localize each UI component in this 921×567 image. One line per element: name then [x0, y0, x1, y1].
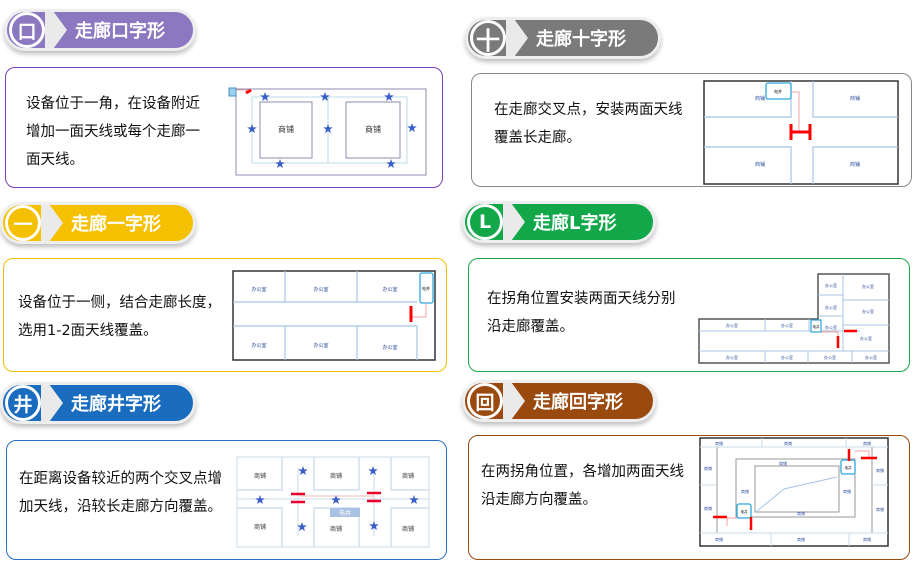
room-label: 办公室 [382, 286, 397, 293]
header-square-corridor: 口 走廊口字形 [4, 9, 196, 51]
room-label: 商铺 [715, 440, 723, 446]
dash-icon: 一 [5, 205, 41, 241]
room-label: 办公室 [313, 342, 328, 349]
loop-corridor-diagram: 商铺 商铺 商铺 商铺 商铺 商铺 商铺 商铺 商铺 商铺 商铺 商铺 商铺 商… [699, 437, 889, 547]
room-label: 商铺 [779, 460, 787, 466]
room-label: 商铺 [784, 440, 792, 446]
room-label: 商铺 [365, 124, 381, 134]
room-label: 商铺 [797, 536, 805, 542]
straight-corridor-diagram: 办公室 办公室 办公室 办公室 办公室 办公室 电井 [232, 270, 436, 361]
antenna-mark [713, 449, 877, 530]
equipment-box [765, 82, 792, 100]
room-label: 商铺 [850, 95, 860, 102]
room-label: 办公室 [781, 322, 793, 328]
room-label: 商铺 [278, 124, 294, 134]
room-label: 商铺 [876, 506, 884, 512]
room-label: 商铺 [254, 523, 266, 531]
equipment-label: 电井 [339, 509, 351, 517]
room-label: 办公室 [781, 354, 793, 360]
equipment-label: 电井 [741, 509, 749, 514]
room-label: 办公室 [825, 282, 837, 288]
room-label: 办公室 [726, 354, 738, 360]
header-cross-corridor: 十 走廊十字形 [465, 17, 661, 59]
equipment-box [330, 508, 360, 517]
antenna-mark [291, 491, 381, 504]
square-icon: 口 [9, 12, 45, 48]
header-loop-corridor: 回 走廊回字形 [462, 380, 656, 422]
room-label: 办公室 [862, 283, 874, 289]
room-label: 办公室 [382, 344, 397, 351]
equipment-label: 电井 [774, 88, 782, 94]
panel-title: 走廊回字形 [533, 392, 623, 413]
panel-title: 走廊L字形 [533, 213, 617, 234]
room-label: 商铺 [330, 472, 342, 480]
header-l-corridor: L 走廊L字形 [462, 201, 656, 243]
loop-icon: 回 [467, 383, 503, 419]
l-letter-icon: L [467, 204, 503, 240]
room-label: 办公室 [860, 335, 872, 341]
header-straight-corridor: 一 走廊一字形 [0, 202, 196, 244]
room-label: 办公室 [865, 354, 877, 360]
room-label: 商铺 [850, 161, 860, 168]
grid-corridor-diagram: 商铺 商铺 商铺 商铺 商铺 商铺 电井 [236, 456, 430, 548]
panel-description: 在距离设备较近的两个交叉点增加天线，沿较长走廊方向覆盖。 [19, 471, 222, 515]
room-label: 商铺 [863, 536, 871, 542]
room-label: 商铺 [402, 525, 414, 533]
room-label: 办公室 [251, 342, 266, 349]
equipment-label: 电井 [422, 285, 430, 291]
room-label: 办公室 [825, 304, 837, 310]
l-corridor-diagram: 办公室 办公室 办公室 办公室 办公室 办公室 办公室 办公室 办公室 办公室 … [698, 273, 890, 364]
equipment-label: 电井 [845, 465, 853, 470]
grid-icon: 井 [5, 385, 41, 421]
panel-title: 走廊十字形 [536, 29, 626, 50]
square-corridor-diagram: 商铺 商铺 [228, 87, 427, 176]
room-label: 办公室 [251, 286, 266, 293]
equipment-label: 电井 [813, 324, 821, 329]
panel-description: 设备位于一角，在设备附近增加一面天线或每个走廊一面天线。 [26, 96, 200, 168]
room-label: 办公室 [824, 354, 836, 360]
panel-description: 在两拐角位置，各增加两面天线沿走廊方向覆盖。 [481, 464, 684, 508]
room-label: 商铺 [715, 536, 723, 542]
room-label: 办公室 [825, 324, 837, 330]
header-grid-corridor: 井 走廊井字形 [0, 382, 196, 424]
room-label: 商铺 [755, 95, 765, 102]
antenna-star-icon [407, 123, 417, 132]
panel-description: 在走廊交叉点，安装两面天线覆盖长走廊。 [494, 102, 683, 146]
room-label: 商铺 [843, 488, 851, 494]
room-label: 商铺 [741, 488, 749, 494]
antenna-mark [245, 88, 252, 95]
panel-title: 走廊口字形 [75, 21, 165, 42]
plus-icon: 十 [470, 20, 506, 56]
room-label: 商铺 [402, 472, 414, 480]
panel-description: 设备位于一侧，结合走廊长度，选用1-2面天线覆盖。 [18, 295, 221, 339]
room-label: 商铺 [330, 525, 342, 533]
panel-description: 在拐角位置安装两面天线分别沿走廊覆盖。 [487, 291, 676, 335]
room-label: 办公室 [862, 308, 874, 314]
room-label: 商铺 [704, 465, 712, 471]
room-label: 商铺 [704, 505, 712, 511]
cross-corridor-diagram: 商铺 商铺 商铺 商铺 电井 [703, 80, 899, 185]
antenna-mark [836, 329, 857, 348]
equipment-box [810, 319, 822, 333]
room-label: 办公室 [726, 322, 738, 328]
equipment-box [736, 503, 752, 519]
equipment-box [228, 87, 237, 97]
room-label: 商铺 [876, 467, 884, 473]
antenna-mark [789, 124, 812, 140]
panel-title: 走廊井字形 [71, 394, 161, 415]
panel-title: 走廊一字形 [71, 214, 161, 235]
room-label: 办公室 [313, 286, 328, 293]
room-label: 商铺 [254, 472, 266, 480]
room-label: 商铺 [755, 161, 765, 168]
room-label: 商铺 [797, 510, 805, 516]
room-label: 商铺 [863, 440, 871, 446]
